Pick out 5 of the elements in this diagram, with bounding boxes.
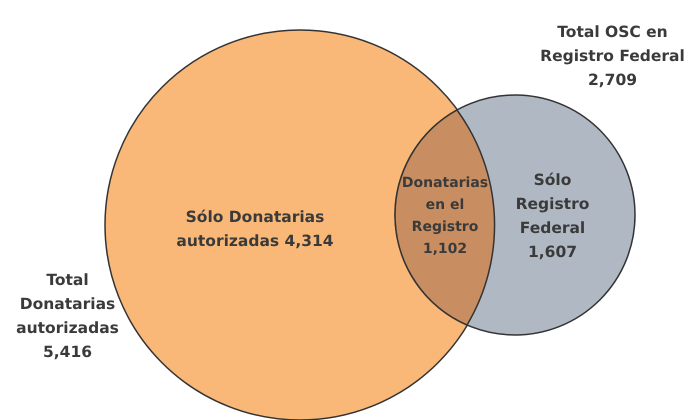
region-label: Donatarias en el Registro 1,102 [400,174,490,259]
set-label: Total Donatarias autorizadas 5,416 [15,270,120,363]
set-label: Total OSC en Registro Federal 2,709 [539,22,686,91]
region-label: Sólo Registro Federal 1,607 [514,170,590,263]
region-label: Sólo Donatarias autorizadas 4,314 [175,207,335,252]
